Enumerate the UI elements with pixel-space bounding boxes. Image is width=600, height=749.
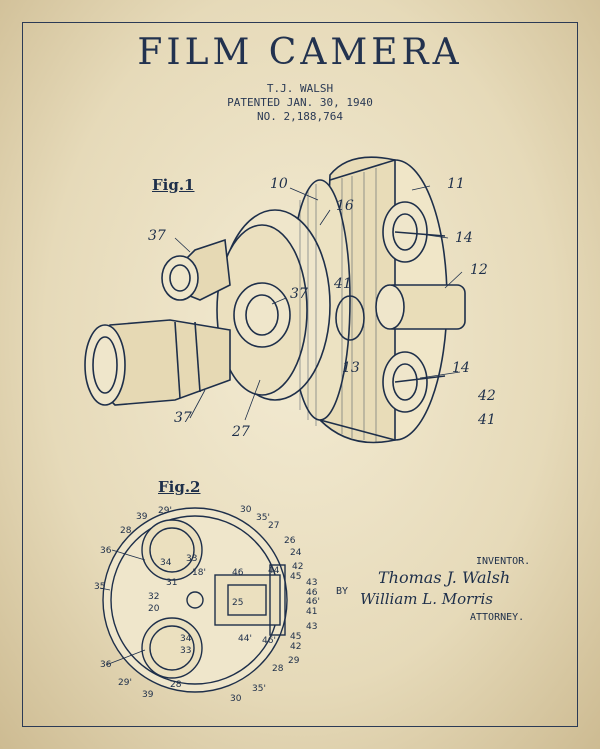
callout: 41 (478, 412, 496, 428)
callout: 16 (336, 198, 354, 214)
callout: 42 (292, 562, 304, 572)
callout: 39 (142, 690, 154, 700)
callout: 46 (306, 588, 318, 598)
callout: 24 (290, 548, 302, 558)
inventor-line: T.J. WALSH (266, 82, 334, 95)
callout: 29' (158, 506, 172, 516)
callout: 28 (120, 526, 132, 536)
callout: 30 (230, 694, 242, 704)
callout: 45 (290, 632, 302, 642)
page-title: FILM CAMERA (137, 32, 463, 73)
attorney-signature: William L. Morris (360, 590, 494, 608)
callout: 46' (306, 597, 320, 607)
callout: 37 (148, 228, 166, 244)
callout: 46 (232, 568, 244, 578)
callout: 29 (288, 656, 300, 666)
attorney-label: ATTORNEY. (470, 612, 525, 623)
callout: 28 (272, 664, 284, 674)
patent-number: NO. 2,188,764 (256, 110, 344, 123)
callout: 27 (268, 521, 280, 531)
callout: 36 (100, 660, 112, 670)
callout: 34 (160, 558, 172, 568)
callout: 33 (186, 554, 198, 564)
callout: 30 (240, 505, 252, 515)
callout: 35 (94, 582, 106, 592)
callout: 14 (452, 360, 470, 376)
callout: 12 (470, 262, 488, 278)
by-label: BY (336, 586, 349, 597)
callout: 39 (136, 512, 148, 522)
callout: 35' (252, 684, 266, 694)
callout: 27 (232, 424, 250, 440)
callout: 33 (180, 646, 192, 656)
callout: 13 (342, 360, 360, 376)
callout: 26 (284, 536, 296, 546)
fig-1-label: Fig.1 (152, 176, 195, 194)
inventor-signature: Thomas J. Walsh (378, 568, 511, 587)
callout: 43 (306, 622, 318, 632)
callout: 44' (238, 634, 252, 644)
callout: 25 (232, 598, 244, 608)
callout: 43 (306, 578, 318, 588)
callout: 42 (290, 642, 302, 652)
callout: 18' (192, 568, 206, 578)
callout: 29' (118, 678, 132, 688)
callout: 28 (170, 680, 182, 690)
callout: 11 (447, 176, 465, 192)
callout: 32 (148, 592, 160, 602)
callout: 41 (306, 607, 318, 617)
callout: 34 (180, 634, 192, 644)
callout: 44 (268, 566, 280, 576)
callout: 35' (256, 513, 270, 523)
callout: 37 (174, 410, 192, 426)
callout: 46' (262, 636, 276, 646)
callout: 45 (290, 572, 302, 582)
callout: 14 (455, 230, 473, 246)
patent-date: PATENTED JAN. 30, 1940 (227, 96, 373, 109)
callout: 20 (148, 604, 160, 614)
callout: 31 (166, 578, 178, 588)
callout: 42 (478, 388, 496, 404)
inventor-label: INVENTOR. (476, 556, 531, 567)
callout: 37 (290, 286, 308, 302)
callout: 36 (100, 546, 112, 556)
sheet-border (22, 22, 578, 727)
callout: 41 (334, 276, 352, 292)
fig-2-label: Fig.2 (158, 478, 201, 496)
callout: 10 (270, 176, 288, 192)
